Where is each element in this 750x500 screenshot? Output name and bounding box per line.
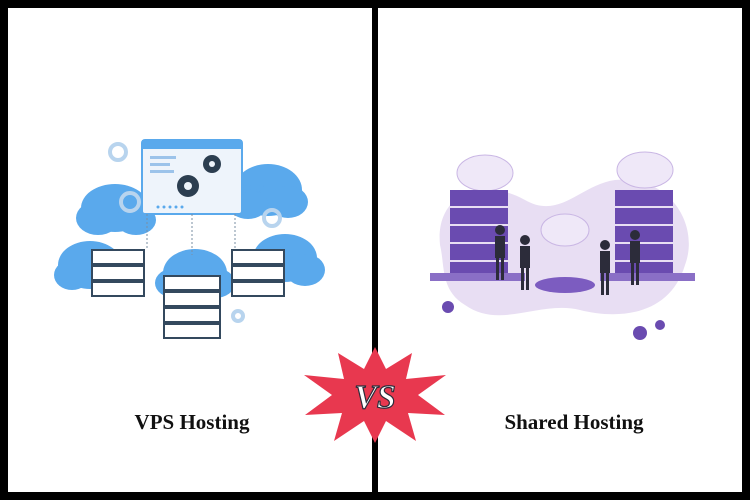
central-platform <box>535 277 595 293</box>
shared-hosting-label: Shared Hosting <box>504 410 644 434</box>
server-stack-center <box>163 275 221 339</box>
vps-illustration: 0101 <box>54 139 325 339</box>
cloud-icon <box>456 151 674 247</box>
shared-hosting-illustration <box>430 151 695 340</box>
people <box>495 225 640 295</box>
server-stack-right <box>231 249 285 297</box>
versus-badge: VS <box>304 347 446 443</box>
gear-icon <box>442 301 665 340</box>
server-stack-left <box>91 249 145 297</box>
server-rack-right <box>600 190 695 281</box>
versus-text: VS <box>354 379 396 416</box>
server-rack-left <box>430 190 525 281</box>
vps-hosting-label: VPS Hosting <box>134 410 250 434</box>
gear-icon <box>108 142 282 323</box>
dashboard-window <box>141 139 243 215</box>
binary-text: 0101 <box>242 182 269 196</box>
